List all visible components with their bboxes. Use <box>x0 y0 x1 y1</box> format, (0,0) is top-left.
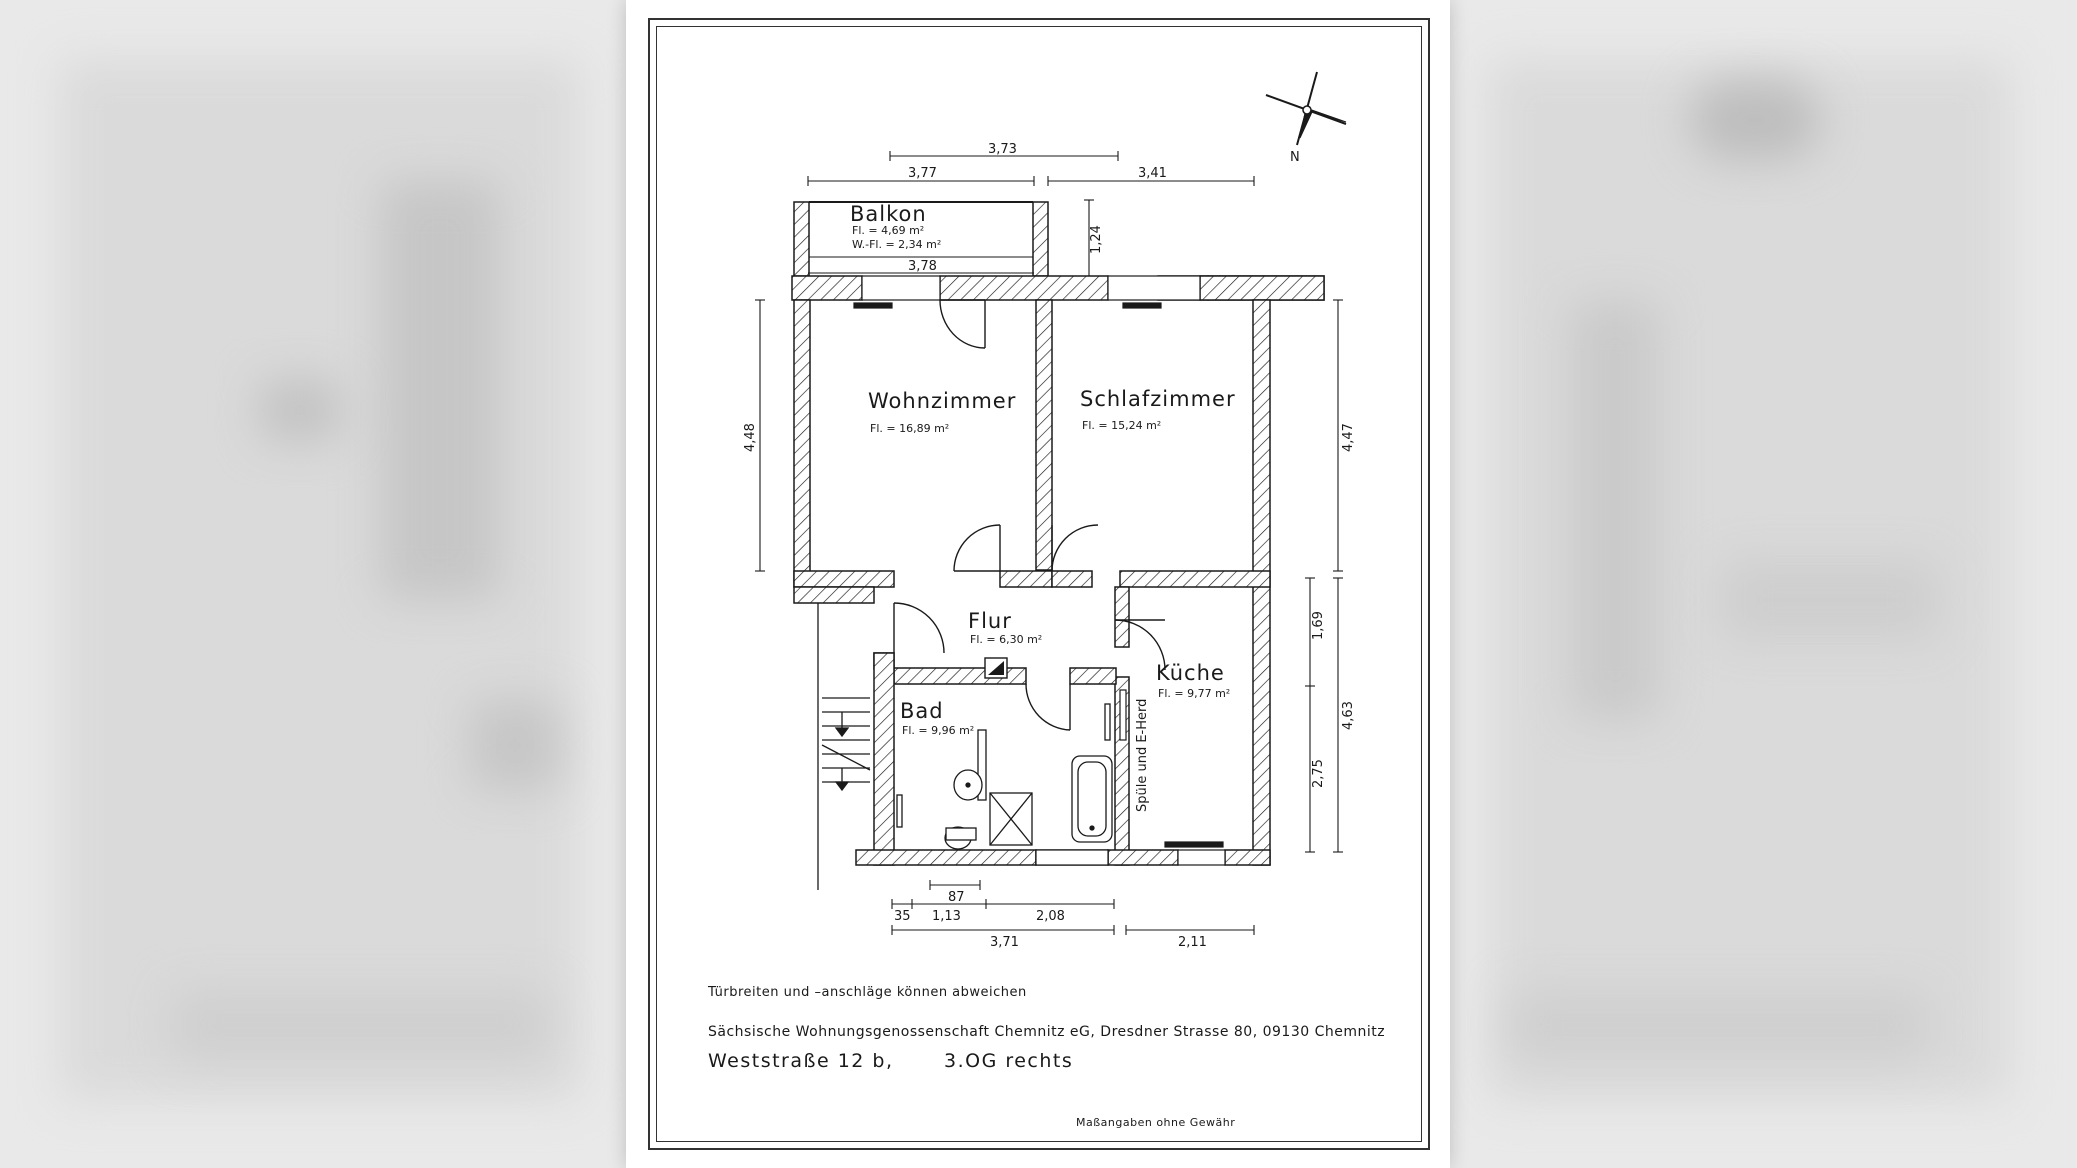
address-line: Weststraße 12 b, <box>708 1050 894 1072</box>
dim-label-right-447: 4,47 <box>1341 423 1356 452</box>
door-note: Türbreiten und –anschläge können abweich… <box>707 985 1027 1000</box>
room-name-flur: Flur <box>968 609 1012 633</box>
dim-label-bottom-35: 35 <box>894 909 911 924</box>
bathroom-fixtures <box>896 703 1113 850</box>
dim-label-top-373: 3,73 <box>988 142 1017 157</box>
dim-label-bottom-208: 2,08 <box>1036 909 1065 924</box>
room-area-schlafzimmer: Fl. = 15,24 m² <box>1082 419 1161 432</box>
company-line: Sächsische Wohnungsgenossenschaft Chemni… <box>708 1024 1385 1040</box>
room-area-flur: Fl. = 6,30 m² <box>970 633 1042 646</box>
staircase <box>817 603 871 890</box>
dim-label-right-169: 1,69 <box>1311 611 1326 640</box>
dimension-lines <box>755 151 1343 935</box>
room-name-balkon: Balkon <box>850 202 927 226</box>
compass-north-label: N <box>1290 150 1300 165</box>
room-warea-balkon: W.-Fl. = 2,34 m² <box>852 238 941 251</box>
dim-label-bottom-87: 87 <box>948 890 965 905</box>
room-area-wohnzimmer: Fl. = 16,89 m² <box>870 422 949 435</box>
dim-label-bottom-211: 2,11 <box>1178 935 1207 950</box>
room-name-kueche: Küche <box>1156 661 1225 685</box>
floor-label: 3.OG rechts <box>944 1050 1073 1072</box>
drawing-frame-inner <box>656 26 1422 1142</box>
dim-label-right-275: 2,75 <box>1311 759 1326 788</box>
walls <box>791 275 1325 866</box>
windows <box>853 275 1226 866</box>
room-name-schlafzimmer: Schlafzimmer <box>1080 387 1236 411</box>
dim-label-bottom-371: 3,71 <box>990 935 1019 950</box>
dim-label-bottom-113: 1,13 <box>932 909 961 924</box>
balcony <box>793 201 1049 277</box>
dim-label-right-463: 4,63 <box>1341 701 1356 730</box>
dim-label-balkon-124: 1,24 <box>1089 225 1104 254</box>
room-name-wohnzimmer: Wohnzimmer <box>868 389 1016 413</box>
room-area-kueche: Fl. = 9,77 m² <box>1158 687 1230 700</box>
dim-label-top-341: 3,41 <box>1138 166 1167 181</box>
room-area-bad: Fl. = 9,96 m² <box>902 724 974 737</box>
kitchen-counter <box>1119 689 1127 741</box>
kitchen-appliance-note: Spüle und E-Herd <box>1135 699 1150 812</box>
fuse-box-icon <box>984 657 1008 679</box>
drawing-frame-outer <box>648 18 1430 1150</box>
dim-label-top-377: 3,77 <box>908 166 937 181</box>
compass-icon <box>1265 71 1347 146</box>
dim-label-balkon-378: 3,78 <box>908 259 937 274</box>
room-name-bad: Bad <box>900 699 944 723</box>
doors <box>893 299 1166 731</box>
dim-label-left-448: 4,48 <box>743 423 758 452</box>
room-area-balkon: Fl. = 4,69 m² <box>852 224 924 237</box>
disclaimer: Maßangaben ohne Gewähr <box>1076 1116 1235 1129</box>
